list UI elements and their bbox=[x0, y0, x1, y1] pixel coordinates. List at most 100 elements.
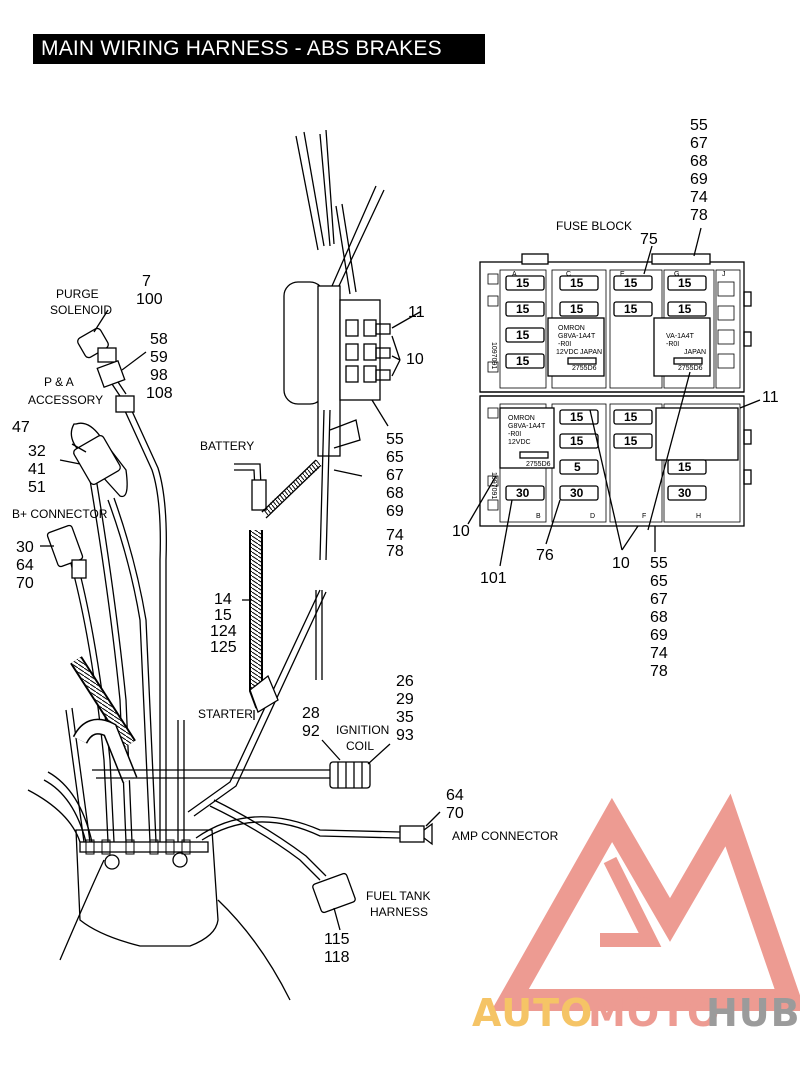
callout-pa-1: 32 bbox=[28, 443, 46, 460]
callout-ignition-3: 35 bbox=[396, 709, 414, 726]
relay3-text: 2755D6 bbox=[526, 461, 551, 468]
callout-b-plus-2: 64 bbox=[16, 557, 34, 574]
ignition-coil-label-2: COIL bbox=[346, 739, 374, 753]
page-title: MAIN WIRING HARNESS - ABS BRAKES bbox=[41, 37, 442, 60]
relay2-text: 2755D6 bbox=[678, 365, 703, 372]
relay-text: OMRON bbox=[558, 325, 585, 332]
fuse-value: 15 bbox=[624, 302, 638, 316]
callout-harness-5: 69 bbox=[386, 503, 404, 520]
fuse-value: 5 bbox=[574, 460, 581, 474]
relay2-text: JAPAN bbox=[684, 349, 706, 356]
callout-fuse-76: 76 bbox=[536, 547, 554, 564]
callout-purge-hose-3: 98 bbox=[150, 367, 168, 384]
callout-amp-1: 64 bbox=[446, 787, 464, 804]
callout-b-plus-3: 70 bbox=[16, 575, 34, 592]
starter-label: STARTER bbox=[198, 707, 253, 721]
relay-text: G8VA-1A4T bbox=[558, 333, 596, 340]
row-letter: D bbox=[590, 513, 595, 520]
callout-fuse-10-mid: 10 bbox=[612, 555, 630, 572]
callout-amp-2: 70 bbox=[446, 805, 464, 822]
fuse-value: 15 bbox=[624, 410, 638, 424]
callout-fuse-bottom-5: 69 bbox=[650, 627, 668, 644]
callout-purge-1: 7 bbox=[142, 273, 151, 290]
title-bar: MAIN WIRING HARNESS - ABS BRAKES bbox=[33, 34, 485, 64]
callout-purge-hose-4: 108 bbox=[146, 385, 173, 402]
fuel-tank-label-1: FUEL TANK bbox=[366, 889, 430, 903]
harness-body bbox=[75, 829, 219, 947]
callout-fuse-top-5: 74 bbox=[690, 189, 708, 206]
purge-solenoid-label-2: SOLENOID bbox=[50, 303, 112, 317]
callout-fuse-bottom-1: 55 bbox=[650, 555, 668, 572]
relay-upper-right bbox=[653, 317, 711, 377]
callout-harness-1: 55 bbox=[386, 431, 404, 448]
callout-purge-hose-2: 59 bbox=[150, 349, 168, 366]
callout-battery-3: 124 bbox=[210, 623, 237, 640]
callout-pa-2: 41 bbox=[28, 461, 46, 478]
fuse-value: 15 bbox=[678, 276, 692, 290]
relay2-text: VA-1A4T bbox=[666, 333, 695, 340]
callout-fuse-top-3: 68 bbox=[690, 153, 708, 170]
fuse-value: 30 bbox=[678, 486, 692, 500]
b-plus-connector bbox=[46, 524, 84, 568]
fuse-value: 15 bbox=[678, 302, 692, 316]
fuse-value: 15 bbox=[570, 276, 584, 290]
callout-harness-3: 67 bbox=[386, 467, 404, 484]
callout-battery-4: 125 bbox=[210, 639, 237, 656]
purge-solenoid-label-1: PURGE bbox=[56, 287, 99, 301]
callout-fuel-2: 118 bbox=[324, 949, 350, 966]
callout-harness-11: 11 bbox=[408, 304, 425, 321]
fuse-row-upper bbox=[505, 275, 707, 369]
fuse-value: 15 bbox=[516, 302, 530, 316]
fuse-block-text: FUSE BLOCK 55 67 68 69 74 78 75 11 55 65… bbox=[452, 117, 779, 680]
callout-battery-1: 14 bbox=[214, 591, 232, 608]
row-letter: E bbox=[620, 271, 625, 278]
callout-purge-hose-1: 58 bbox=[150, 331, 168, 348]
callout-fuse-bottom-4: 68 bbox=[650, 609, 668, 626]
relay2-text: -R0I bbox=[666, 341, 679, 348]
callout-ignition-4: 93 bbox=[396, 727, 414, 744]
ignition-coil-label-1: IGNITION bbox=[336, 723, 389, 737]
fuse-value: 15 bbox=[678, 460, 692, 474]
fuse-value: 15 bbox=[624, 434, 638, 448]
watermark-hub: HUB bbox=[706, 991, 800, 1035]
callout-fuse-top-2: 67 bbox=[690, 135, 708, 152]
fuse-value: 15 bbox=[570, 434, 584, 448]
row-letter: B bbox=[536, 513, 541, 520]
callout-harness-2: 65 bbox=[386, 449, 404, 466]
row-letter: G bbox=[674, 271, 679, 278]
watermark-auto: AUTO bbox=[472, 991, 593, 1035]
fuse-block bbox=[467, 227, 761, 567]
callout-fuse-bottom-6: 74 bbox=[650, 645, 668, 662]
relay-mount bbox=[339, 299, 381, 401]
callout-ignition-left-2: 92 bbox=[302, 723, 320, 740]
battery-terminal bbox=[251, 479, 267, 511]
relay-text: 2755D6 bbox=[572, 365, 597, 372]
fuse-value: 30 bbox=[570, 486, 584, 500]
watermark-moto: MOTO bbox=[588, 991, 720, 1035]
callout-pa-47: 47 bbox=[12, 419, 30, 436]
b-plus-connector-label: B+ CONNECTOR bbox=[12, 507, 108, 521]
purge-hose-connector bbox=[96, 360, 126, 388]
callout-ignition-left-1: 28 bbox=[302, 705, 320, 722]
side-code-upper: 1097091 bbox=[490, 342, 497, 369]
callout-pa-3: 51 bbox=[28, 479, 46, 496]
callout-harness-7: 78 bbox=[386, 543, 404, 560]
relay-text: JAPAN bbox=[580, 349, 602, 356]
row-letter: F bbox=[642, 513, 646, 520]
fuse-value: 15 bbox=[570, 302, 584, 316]
relay3-text: -R0I bbox=[508, 431, 521, 438]
callout-fuel-1: 115 bbox=[324, 931, 350, 948]
fuse-value: 30 bbox=[516, 486, 530, 500]
relay-text: 12VDC bbox=[556, 349, 579, 356]
callout-b-plus-1: 30 bbox=[16, 539, 34, 556]
ignition-coil-connector bbox=[329, 761, 371, 789]
relay3-text: 12VDC bbox=[508, 439, 531, 446]
relay3-text: OMRON bbox=[508, 415, 535, 422]
relay3-text: G8VA-1A4T bbox=[508, 423, 546, 430]
relay-upper-left bbox=[547, 317, 605, 377]
callout-fuse-top-1: 55 bbox=[690, 117, 708, 134]
side-code-lower: 1097091 bbox=[490, 472, 497, 499]
relay-lower-right bbox=[655, 407, 739, 461]
